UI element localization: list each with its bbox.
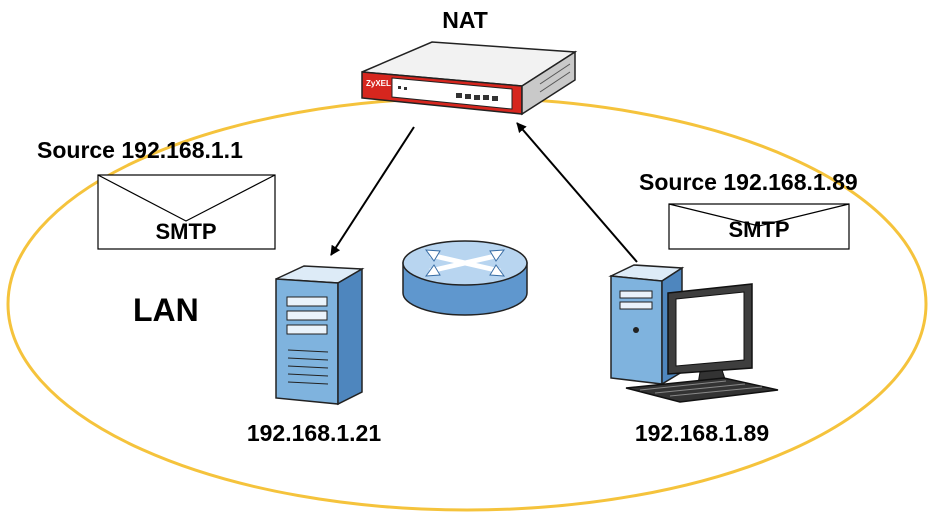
right-envelope-protocol: SMTP <box>728 217 789 242</box>
arrow-to-server <box>330 126 415 256</box>
envelope-icon <box>97 174 276 250</box>
switch-icon <box>402 240 528 316</box>
nat-device-icon <box>361 41 578 116</box>
desktop-computer-icon <box>608 264 779 403</box>
pc-ip-label: 192.168.1.89 <box>635 420 769 446</box>
nat-brand-text: ZyXEL <box>366 79 391 88</box>
arrow-to-nat <box>516 122 638 263</box>
left-envelope-protocol: SMTP <box>155 219 216 244</box>
envelope-icon <box>668 203 850 250</box>
server-ip-label: 192.168.1.21 <box>247 420 382 446</box>
nat-label: NAT <box>442 7 488 33</box>
server-icon <box>275 265 365 406</box>
lan-label: LAN <box>133 292 199 328</box>
left-source-label: Source 192.168.1.1 <box>37 137 243 163</box>
right-source-label: Source 192.168.1.89 <box>639 169 858 195</box>
